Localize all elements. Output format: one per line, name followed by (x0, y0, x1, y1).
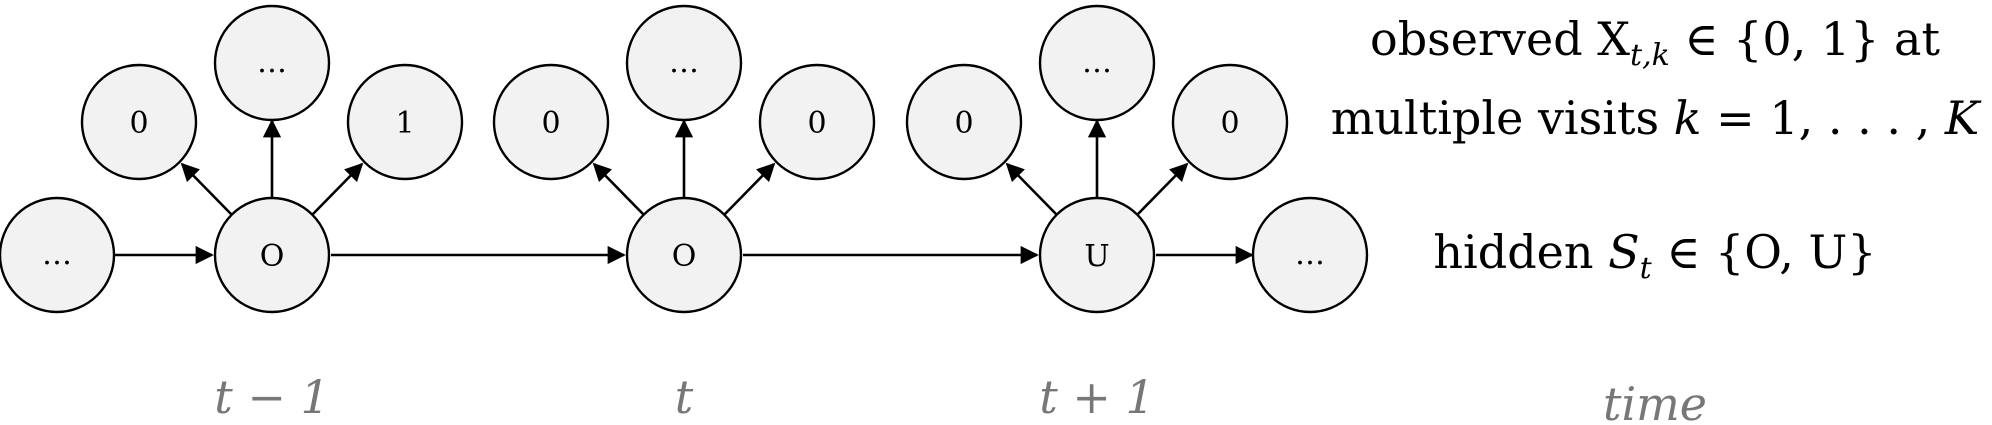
node-label: O (672, 239, 697, 274)
hidden-node-t-minus-1: O (213, 196, 331, 314)
edge-emission (312, 162, 364, 215)
hidden-state-nodes: … O O U … (0, 196, 1369, 314)
edge-emission (1137, 162, 1189, 215)
node-label: 0 (807, 106, 826, 141)
node-label: 1 (395, 106, 414, 141)
edge-emission (180, 162, 232, 215)
node-label: 0 (1220, 106, 1239, 141)
node-label: O (260, 239, 285, 274)
node-label: 0 (129, 106, 148, 141)
observation-node: 0 (492, 63, 610, 181)
edge-emission (592, 162, 644, 215)
hidden-node-ellipsis-left: … (0, 196, 116, 314)
node-label: U (1084, 239, 1109, 274)
node-label: … (42, 237, 72, 272)
observation-node: 1 (346, 63, 464, 181)
hidden-node-ellipsis-right: … (1251, 196, 1369, 314)
node-label: 0 (954, 106, 973, 141)
observation-node: 0 (80, 63, 198, 181)
observation-node: … (213, 4, 331, 122)
legend-hidden: hidden St ∈ {O, U} (1433, 225, 1876, 286)
time-label-t: t (675, 370, 694, 424)
observation-node: 0 (758, 63, 876, 181)
observation-nodes-t-plus-1: 0 … 0 (905, 4, 1289, 181)
legend: observed Xt,k ∈ {0, 1} at multiple visit… (1331, 12, 1982, 286)
emission-edges-t (592, 119, 776, 215)
node-label: … (669, 45, 699, 80)
observation-node: … (1038, 4, 1156, 122)
observation-node: 0 (905, 63, 1023, 181)
emission-edges-t-plus-1 (1005, 119, 1189, 215)
legend-observed-line-2: multiple visits k = 1, . . . , K (1331, 91, 1982, 145)
node-label: … (1082, 45, 1112, 80)
observation-nodes-t-minus-1: 0 … 1 (80, 4, 464, 181)
time-label-t-plus-1: t + 1 (1039, 370, 1155, 424)
edge-emission (724, 162, 776, 215)
emission-edges-t-minus-1 (180, 119, 364, 215)
observation-nodes-t: 0 … 0 (492, 4, 876, 181)
node-label: … (1295, 237, 1325, 272)
node-label: … (257, 45, 287, 80)
observation-node: 0 (1171, 63, 1289, 181)
time-labels: t − 1 t t + 1 time (214, 370, 1707, 425)
time-label-t-minus-1: t − 1 (214, 370, 330, 424)
legend-observed-line-1: observed Xt,k ∈ {0, 1} at (1370, 12, 1940, 73)
node-label: 0 (541, 106, 560, 141)
observation-node: … (625, 4, 743, 122)
hidden-node-t: O (625, 196, 743, 314)
time-axis-label: time (1603, 377, 1707, 425)
hidden-node-t-plus-1: U (1038, 196, 1156, 314)
edge-emission (1005, 162, 1057, 215)
